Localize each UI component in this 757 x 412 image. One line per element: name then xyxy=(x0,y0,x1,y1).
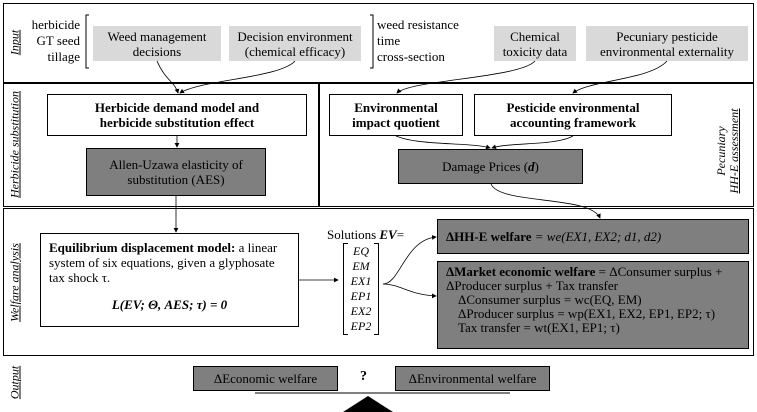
edm-equation: L(EV; Θ, AES; τ) = 0 xyxy=(111,297,228,312)
arrow-damage-to-hhe xyxy=(490,183,601,219)
arrow-solutions-to-market xyxy=(382,283,437,299)
arrow-accounting-to-damage xyxy=(491,135,574,150)
substitution-frame xyxy=(3,83,319,207)
vector-item: EQ xyxy=(353,244,369,258)
arrow-solutions-to-hhe xyxy=(382,235,437,285)
input-left-list: herbicide GT seed tillage xyxy=(31,17,80,64)
solutions-label: Solutions EV= xyxy=(327,227,405,242)
input-frame xyxy=(3,3,754,83)
arrow-decision-to-demand xyxy=(179,60,296,94)
arrow-eiq-to-damage xyxy=(395,135,491,150)
question-mark: ? xyxy=(360,369,367,384)
input-right-list: weed resistance time cross-section xyxy=(377,17,459,64)
market-welfare-box: ΔMarket economic welfare = ΔConsumer sur… xyxy=(437,261,749,349)
welfare-frame xyxy=(3,208,754,356)
right-bracket xyxy=(370,14,374,69)
hhe-frame xyxy=(319,83,754,207)
hhe-welfare-box: ΔHH-E welfare = we(EX1, EX2; d1, d2) xyxy=(437,219,749,254)
vector-item: EP1 xyxy=(350,289,372,303)
solution-vector: EQ EM EX1 EP1 EX2 EP2 xyxy=(343,243,379,335)
scale-fulcrum xyxy=(343,396,393,412)
arrow-weed-to-demand xyxy=(156,60,180,94)
economic-welfare-box: ΔEconomic welfare xyxy=(193,366,338,391)
vector-item: EP2 xyxy=(350,319,372,333)
eiq-box: Environmental impact quotient xyxy=(329,94,463,136)
arrow-toxicity-to-eiq xyxy=(396,60,536,94)
vector-item: EX2 xyxy=(350,304,372,318)
demand-model-box: Herbicide demand model and herbicide sub… xyxy=(47,94,307,136)
pecuniary-externality-box: Pecuniary pesticide environmental extern… xyxy=(586,26,748,61)
accounting-framework-box: Pesticide environmental accounting frame… xyxy=(474,94,672,136)
vector-item: EM xyxy=(352,259,370,273)
aes-box: Allen-Uzawa elasticity of substitution (… xyxy=(86,148,266,196)
vector-item: EX1 xyxy=(350,274,372,288)
weed-management-box: Weed management decisions xyxy=(93,26,221,61)
damage-prices-box: Damage Prices (d) xyxy=(398,149,583,184)
decision-environment-box: Decision environment (chemical efficacy) xyxy=(229,26,361,61)
environmental-welfare-box: ΔEnvironmental welfare xyxy=(395,366,550,391)
edm-box: Equilibrium displacement model: a linear… xyxy=(40,233,299,327)
left-bracket xyxy=(85,14,89,69)
chemical-toxicity-box: Chemical toxicity data xyxy=(494,26,576,61)
arrow-pecuniary-to-accounting xyxy=(572,60,668,94)
